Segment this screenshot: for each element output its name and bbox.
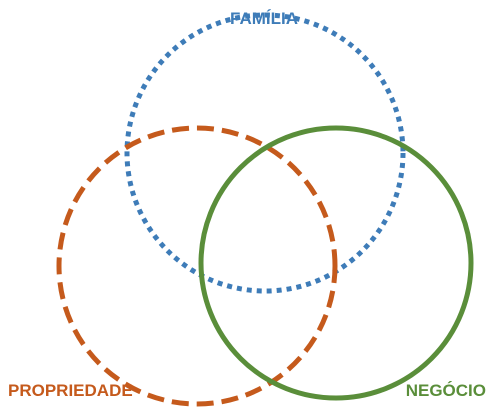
negocio-label: NEGÓCIO	[406, 381, 486, 400]
propriedade-label: PROPRIEDADE	[8, 381, 133, 400]
negocio-circle	[198, 125, 474, 401]
familia-circle	[124, 12, 406, 294]
familia-label: FAMÍLIA	[230, 9, 298, 28]
propriedade-circle	[56, 125, 338, 407]
